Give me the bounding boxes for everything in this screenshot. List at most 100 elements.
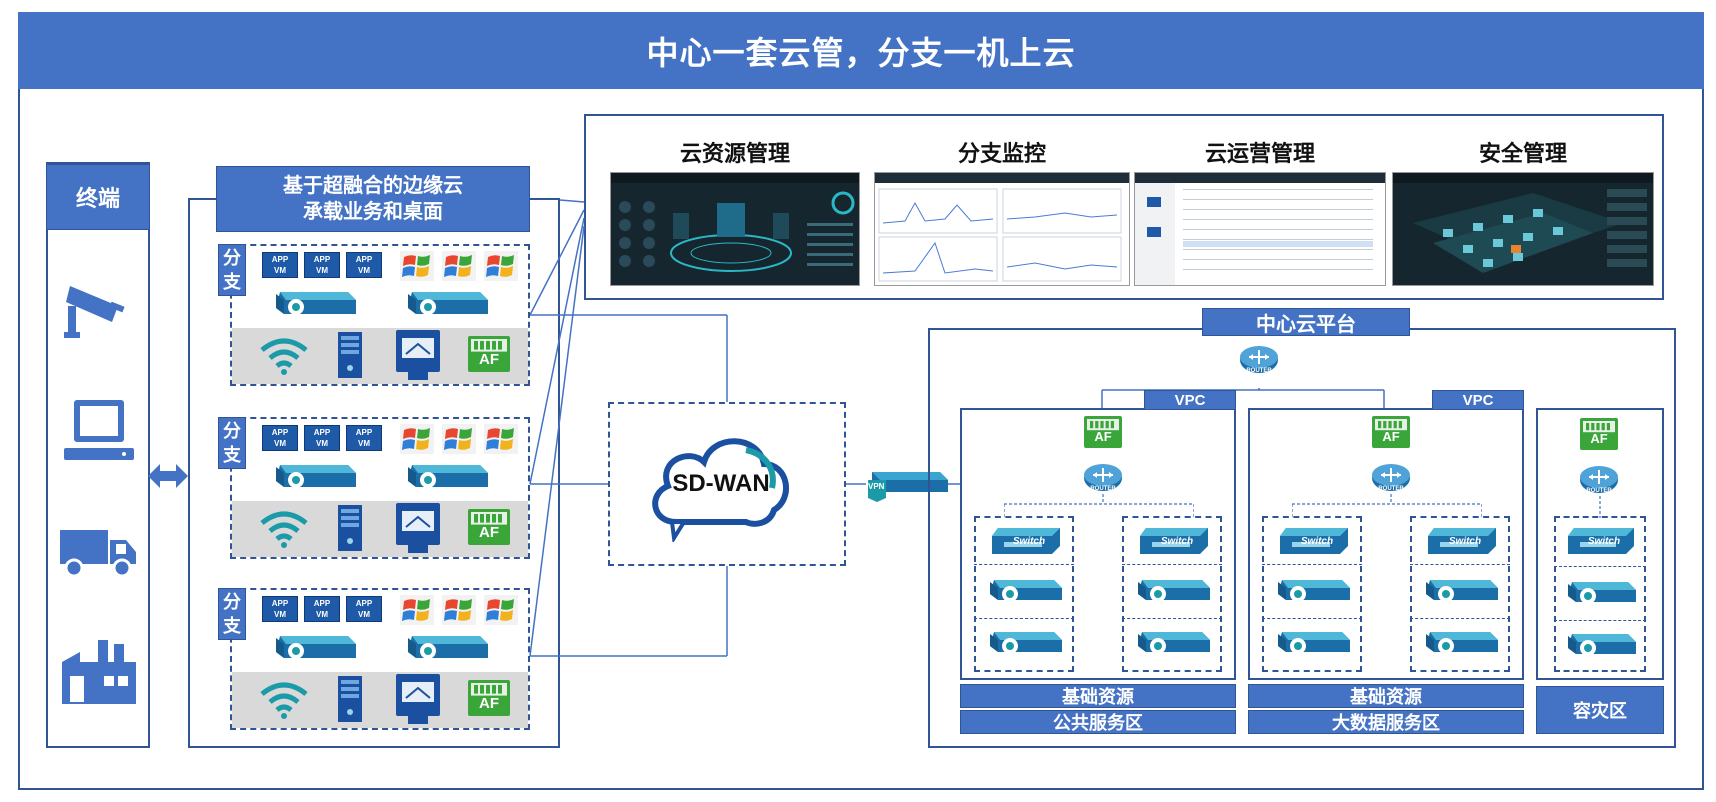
edge-cloud-title: 基于超融合的边缘云 承载业务和桌面 xyxy=(216,166,530,232)
branch-label-char2: 支 xyxy=(223,445,241,465)
group-divider xyxy=(1410,618,1510,619)
branch-box xyxy=(230,244,530,386)
hci-server-icon xyxy=(272,632,356,666)
windows-desktop-icon xyxy=(484,251,518,281)
vpc-internal-links xyxy=(1291,494,1483,518)
zone-bottom-label: 公共服务区 xyxy=(960,710,1236,734)
router-label: ROUTER xyxy=(1090,486,1116,492)
switch-label: Switch xyxy=(1160,536,1194,547)
switch-icon xyxy=(1278,526,1350,556)
hci-server-icon xyxy=(404,288,488,322)
hci-server-icon xyxy=(1422,628,1498,660)
vm-label: VM xyxy=(358,610,370,619)
app-label: APP xyxy=(355,428,373,437)
screen-title: 安全管理 xyxy=(1478,141,1567,166)
screenshot-topbar xyxy=(1393,173,1653,183)
app-label: APP xyxy=(355,599,373,608)
router-label: ROUTER xyxy=(1378,486,1404,492)
switch-icon xyxy=(1566,526,1636,556)
app-vm-tile: APP VM xyxy=(346,425,382,451)
windows-desktop-icon xyxy=(442,424,476,454)
computer-icon xyxy=(64,400,134,460)
resource-group xyxy=(974,516,1074,672)
screenshot-topbar xyxy=(1135,173,1385,183)
switch-icon xyxy=(990,526,1062,556)
edge-cloud-title-line1: 基于超融合的边缘云 xyxy=(283,175,463,197)
management-screens-panel xyxy=(584,114,1664,300)
screenshot-topbar xyxy=(611,173,859,183)
vpc-links xyxy=(1098,372,1388,408)
switch-label: Switch xyxy=(1300,536,1334,547)
af-firewall-icon xyxy=(468,680,510,716)
monitoring-device-icon xyxy=(394,330,442,380)
router-label: ROUTER xyxy=(1246,368,1272,374)
hci-server-icon xyxy=(404,461,488,495)
branch-box xyxy=(230,588,530,730)
hci-server-icon xyxy=(1564,578,1636,610)
vm-label: VM xyxy=(274,266,286,275)
vpn-label: VPN xyxy=(868,482,885,491)
router-icon xyxy=(1083,462,1123,494)
branch-label: 分支 xyxy=(218,244,246,296)
bidirectional-arrow-icon xyxy=(148,464,188,488)
group-divider xyxy=(1122,564,1222,565)
hci-server-icon xyxy=(272,288,356,322)
hci-server-icon xyxy=(986,576,1062,608)
group-divider xyxy=(1122,618,1222,619)
zone-top-label: 基础资源 xyxy=(1248,684,1524,708)
vpc-box xyxy=(960,408,1236,680)
af-label: AF xyxy=(1094,429,1112,445)
zone-top-label: 基础资源 xyxy=(960,684,1236,708)
vm-label: VM xyxy=(358,266,370,275)
app-vm-tile: APP VM xyxy=(262,252,298,278)
group-divider xyxy=(1554,566,1646,567)
zone-bottom-label: 大数据服务区 xyxy=(1248,710,1524,734)
vpc-label: VPC xyxy=(1144,390,1236,410)
app-vm-tile: APP VM xyxy=(304,252,340,278)
monitoring-device-icon xyxy=(394,674,442,724)
group-divider xyxy=(1262,618,1362,619)
switch-label: Switch xyxy=(1448,536,1482,547)
af-label: AF xyxy=(479,524,499,542)
tower-server-icon xyxy=(336,505,364,551)
hci-server-icon xyxy=(1422,576,1498,608)
app-label: APP xyxy=(313,255,331,264)
camera-icon xyxy=(64,286,125,338)
windows-desktop-icon xyxy=(442,595,476,625)
tower-server-icon xyxy=(336,332,364,378)
windows-desktop-icon xyxy=(484,595,518,625)
app-label: APP xyxy=(271,428,289,437)
cloud-icon xyxy=(652,438,790,542)
router-label: ROUTER xyxy=(1586,488,1612,494)
windows-desktop-icon xyxy=(400,251,434,281)
app-label: APP xyxy=(271,255,289,264)
sdwan-label: SD-WAN xyxy=(672,470,770,497)
center-cloud-title: 中心云平台 xyxy=(1202,308,1410,336)
branch-label: 分支 xyxy=(218,417,246,469)
group-divider xyxy=(974,618,1074,619)
vm-label: VM xyxy=(316,266,328,275)
terminal-panel xyxy=(46,162,150,748)
resource-group xyxy=(1262,516,1362,672)
dashboard-screenshot xyxy=(1392,172,1654,286)
vpc-internal-links xyxy=(1003,494,1195,518)
group-divider xyxy=(1262,564,1362,565)
switch-icon xyxy=(1426,526,1498,556)
branch-box xyxy=(230,417,530,559)
branch-label-char2: 支 xyxy=(223,616,241,636)
windows-desktop-icon xyxy=(484,424,518,454)
wifi-icon xyxy=(258,680,310,720)
screen-title: 分支监控 xyxy=(957,141,1046,166)
hci-server-icon xyxy=(404,632,488,666)
vpc-box xyxy=(1248,408,1524,680)
tower-server-icon xyxy=(336,676,364,722)
screen-title: 云资源管理 xyxy=(679,141,790,166)
router-icon xyxy=(1371,462,1411,494)
dashboard-screenshot xyxy=(874,172,1130,286)
vm-label: VM xyxy=(358,439,370,448)
